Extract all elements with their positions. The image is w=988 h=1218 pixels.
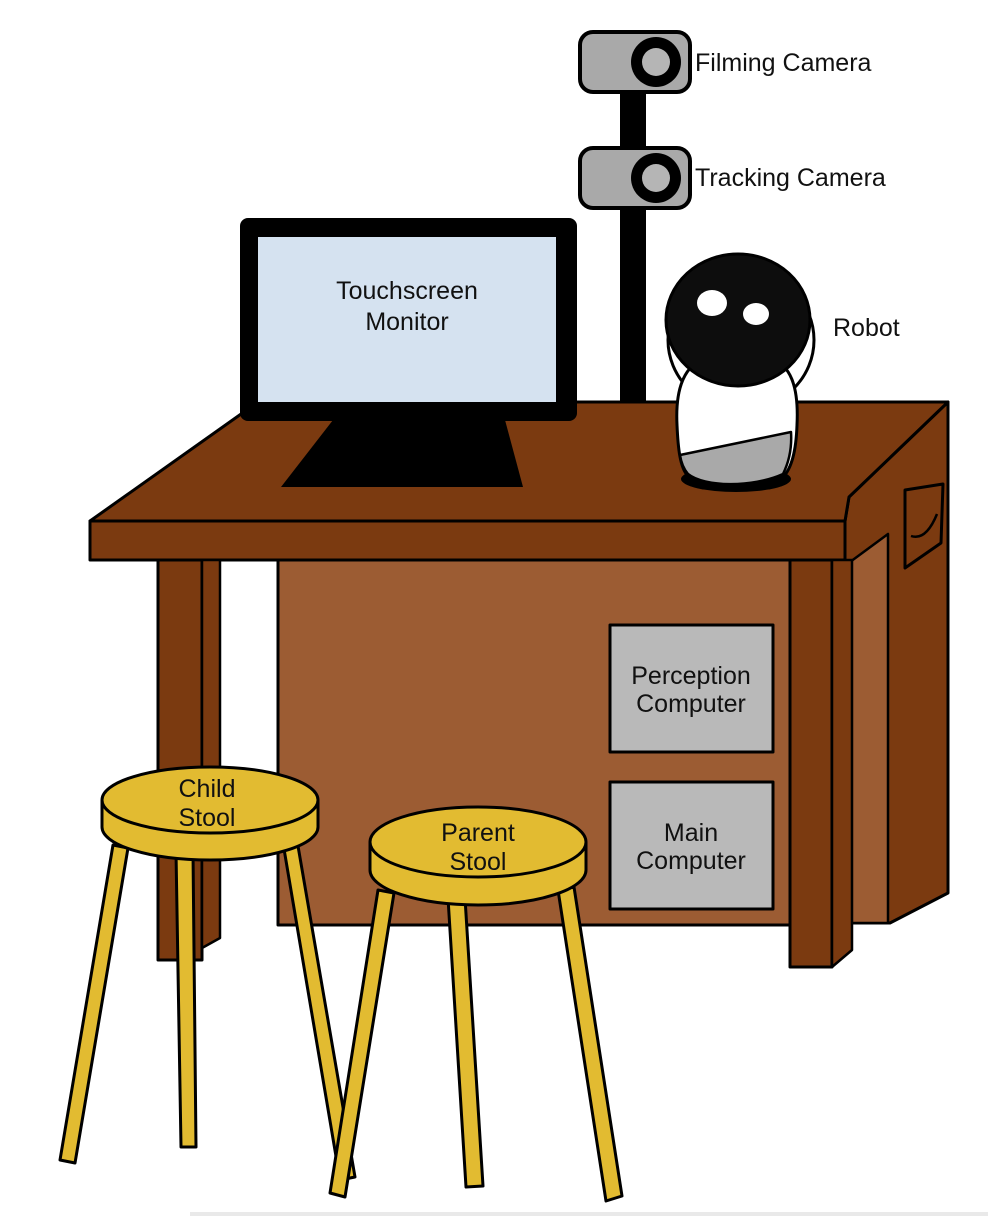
robot-label: Robot xyxy=(833,314,900,342)
desk-front-right-leg-side xyxy=(830,558,854,969)
parent-stool: Parent Stool xyxy=(328,805,624,1203)
parent-stool-leg xyxy=(446,896,485,1189)
perception-computer-label-line2: Computer xyxy=(636,690,746,718)
child-stool-label-line1: Child xyxy=(179,775,236,803)
robot-band xyxy=(678,430,793,486)
filming-camera-lens xyxy=(642,48,670,76)
parent-stool-seat[interactable] xyxy=(368,805,588,879)
tracking-camera-lens xyxy=(642,164,670,192)
robot-eye-left xyxy=(697,290,727,316)
touchscreen-monitor: Touchscreen Monitor xyxy=(240,218,577,487)
perception-computer-box xyxy=(608,623,775,754)
filming-camera-label: Filming Camera xyxy=(695,49,872,77)
robot-figure xyxy=(664,252,816,492)
monitor-stand xyxy=(281,420,523,487)
tracking-camera-label: Tracking Camera xyxy=(695,164,886,192)
parent-stool-leg xyxy=(556,885,624,1203)
robot-eye-right xyxy=(743,303,769,325)
monitor-label-line1: Touchscreen xyxy=(336,277,478,305)
main-computer-label-line2: Computer xyxy=(636,847,746,875)
parent-stool-label-line2: Stool xyxy=(450,848,507,876)
robot-head xyxy=(664,252,812,388)
camera-pole xyxy=(620,58,646,405)
desk-front-right-leg xyxy=(788,558,834,969)
child-stool-leg xyxy=(58,843,130,1165)
child-stool-seat[interactable] xyxy=(100,765,320,835)
parent-stool-leg xyxy=(328,888,396,1199)
desk-side-card xyxy=(903,482,945,570)
tracking-camera-icon xyxy=(578,146,692,210)
main-computer-box xyxy=(608,780,775,911)
child-stool-label-line2: Stool xyxy=(179,804,236,832)
monitor-screen[interactable] xyxy=(258,237,556,402)
perception-computer: Perception Computer xyxy=(608,623,775,754)
desk-apron xyxy=(88,519,847,562)
main-computer-label-line1: Main xyxy=(664,819,718,847)
desk-back-right-leg xyxy=(848,532,890,925)
child-stool-leg xyxy=(174,850,198,1149)
filming-camera-icon xyxy=(578,30,692,94)
parent-stool-label-line1: Parent xyxy=(441,819,515,847)
desk-front-left-leg-side xyxy=(200,558,222,950)
child-stool: Child Stool xyxy=(58,765,357,1182)
monitor-label-line2: Monitor xyxy=(365,308,448,336)
perception-computer-label-line1: Perception xyxy=(631,662,751,690)
floor-edge-line xyxy=(190,1212,988,1216)
main-computer: Main Computer xyxy=(608,780,775,911)
